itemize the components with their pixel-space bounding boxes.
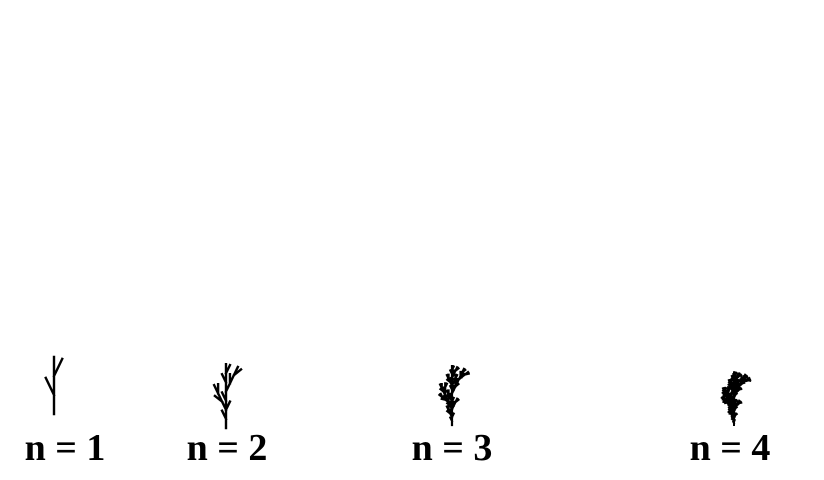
plant-label-n1: n = 1: [24, 427, 106, 469]
plant-n1: [44, 355, 64, 416]
plant-n4-branches: [720, 371, 752, 426]
plant-n3-branches: [437, 365, 471, 427]
plant-label-n3: n = 3: [411, 427, 493, 469]
plant-n1-branches: [44, 355, 64, 416]
plant-n3: [437, 365, 471, 427]
plant-n2-branches: [212, 363, 243, 430]
plant-n2: [212, 363, 243, 430]
plant-n4: [720, 371, 752, 426]
plant-label-n2: n = 2: [186, 427, 268, 469]
plant-label-n4: n = 4: [689, 427, 771, 469]
